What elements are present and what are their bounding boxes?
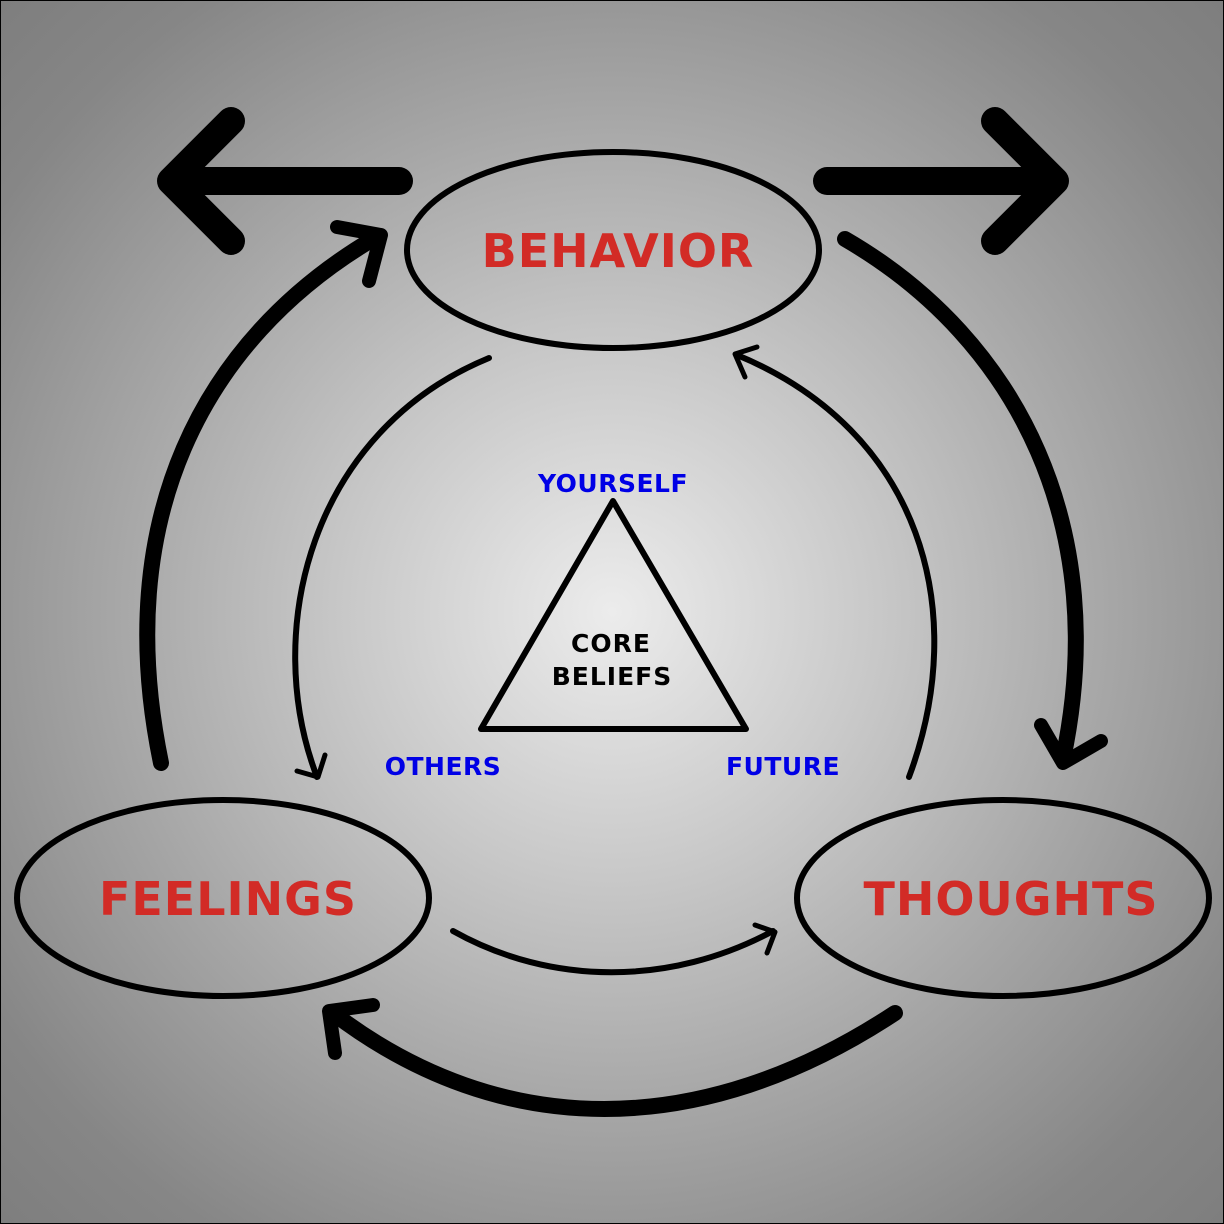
belief-future-label: FUTURE xyxy=(726,752,840,781)
thoughts-node: THOUGHTS xyxy=(794,797,1212,999)
thoughts-label: THOUGHTS xyxy=(863,872,1158,926)
inner-arrow-feelings-to-thoughts xyxy=(450,922,778,976)
outer-arrow-feelings-to-behavior xyxy=(139,220,388,771)
outer-arrow-thoughts-to-feelings xyxy=(322,998,903,1117)
core-label-line1: CORE xyxy=(571,629,651,658)
core-beliefs-triangle: CORE BELIEFS xyxy=(478,498,749,732)
core-label-line2: BELIEFS xyxy=(552,662,673,691)
right-outward-arrow xyxy=(813,107,1069,255)
behavior-label: BEHAVIOR xyxy=(482,224,755,278)
inner-arrow-behavior-to-feelings xyxy=(292,355,492,780)
feelings-node: FEELINGS xyxy=(14,797,432,999)
inner-arrow-thoughts-to-behavior xyxy=(732,344,938,780)
outer-arrow-behavior-to-thoughts xyxy=(837,231,1108,770)
belief-others-label: OTHERS xyxy=(385,752,502,781)
belief-yourself-label: YOURSELF xyxy=(537,469,688,498)
feelings-label: FEELINGS xyxy=(99,872,357,926)
behavior-node: BEHAVIOR xyxy=(404,149,822,351)
left-outward-arrow xyxy=(157,107,413,255)
